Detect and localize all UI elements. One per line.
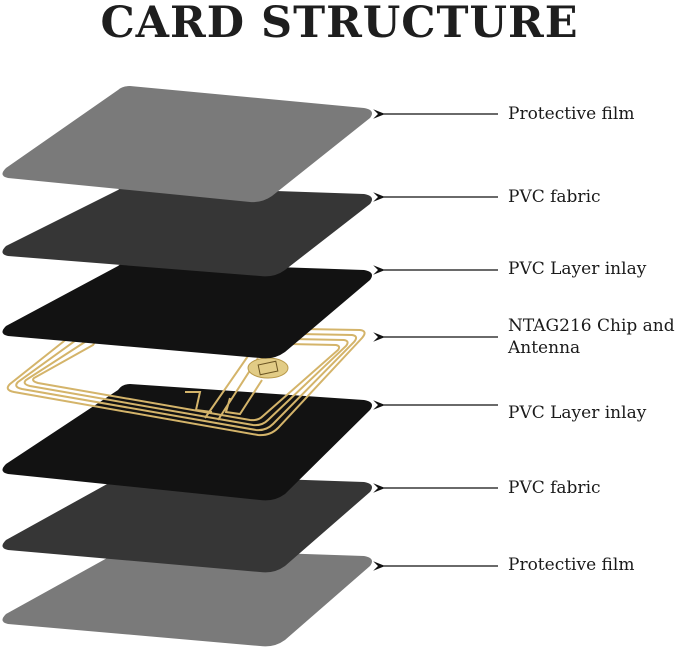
leader-arrows [373,109,498,571]
label-pvc-layer-inlay-top: PVC Layer inlay [508,259,647,279]
label-chip-antenna-line1: NTAG216 Chip and [508,316,675,336]
layer-protective-film-bottom [2,548,372,647]
label-pvc-layer-inlay-bottom: PVC Layer inlay [508,403,647,423]
label-chip-antenna: NTAG216 Chip and Antenna [508,315,675,359]
layer-protective-film-top [2,86,372,203]
ntag216-chip [247,357,289,379]
layer-pvc-fabric-top [2,186,372,277]
label-pvc-fabric-bottom: PVC fabric [508,478,601,498]
label-protective-film-top: Protective film [508,104,635,124]
diagram-title: CARD STRUCTURE [100,0,579,48]
layer-pvc-layer-inlay-bottom [2,384,372,501]
layer-pvc-fabric-bottom [2,474,372,573]
layer-pvc-layer-inlay-top [2,262,372,359]
label-chip-antenna-line2: Antenna [508,338,581,358]
label-pvc-fabric-top: PVC fabric [508,187,601,207]
label-protective-film-bottom: Protective film [508,555,635,575]
